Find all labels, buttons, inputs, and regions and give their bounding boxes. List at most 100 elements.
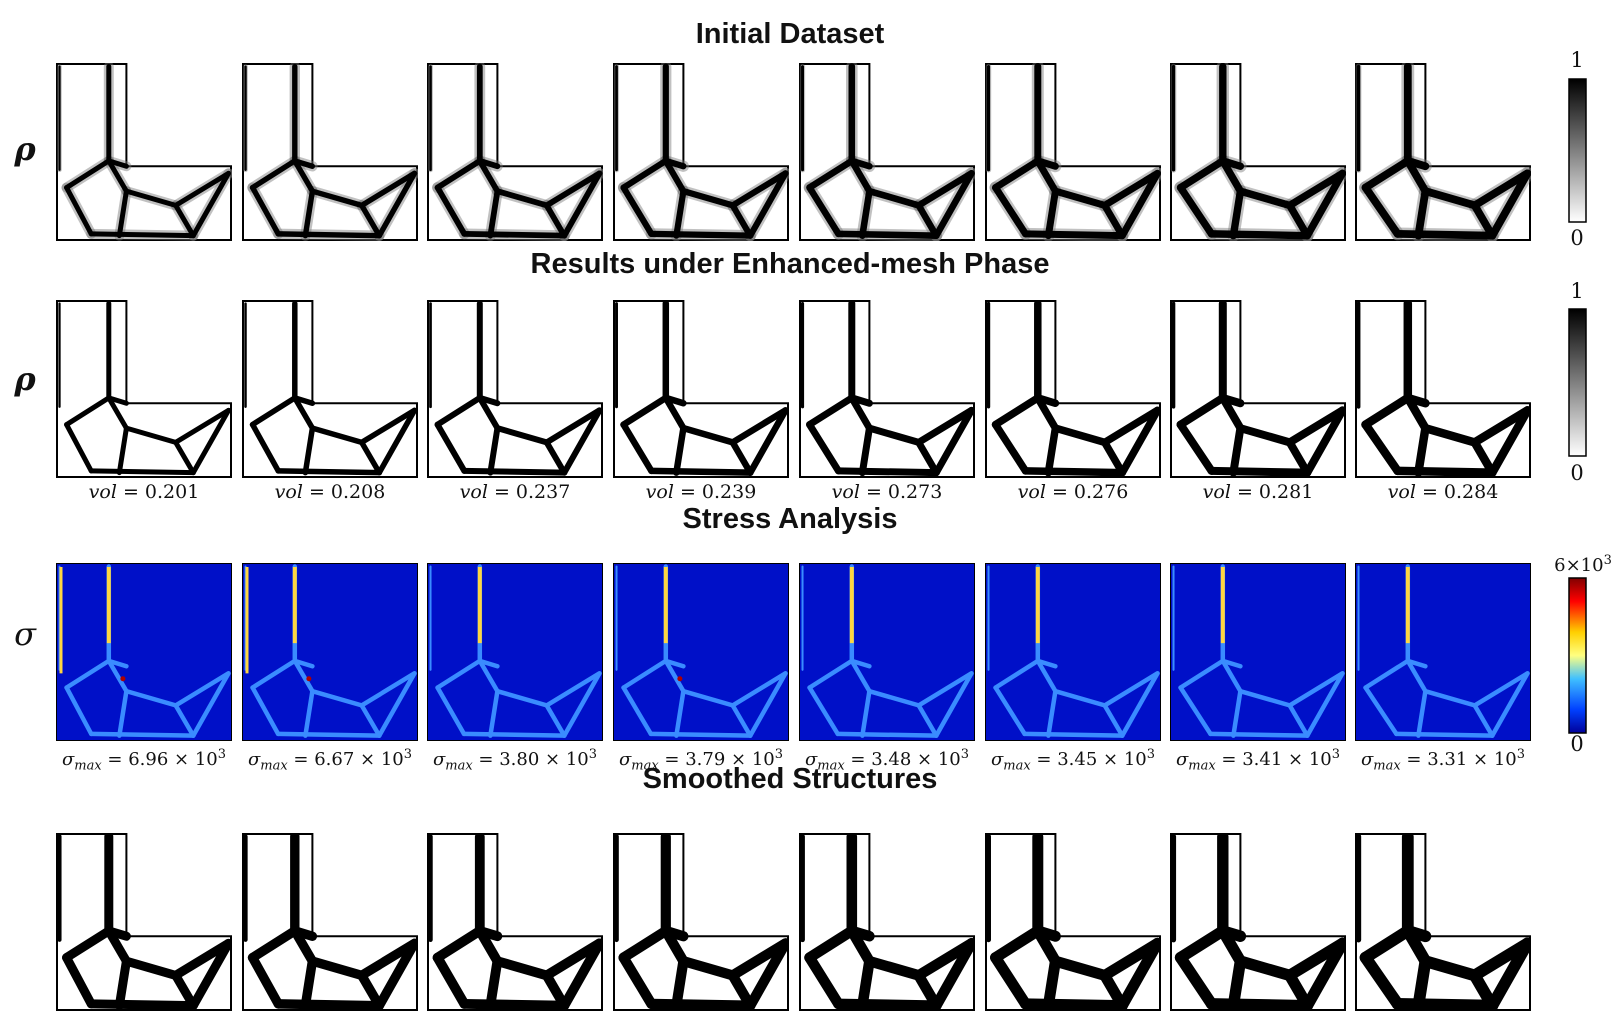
structure-member bbox=[543, 170, 603, 209]
structure-member bbox=[1236, 424, 1294, 447]
structure-member bbox=[1403, 157, 1430, 196]
initial-panel bbox=[613, 63, 789, 241]
structure-member bbox=[544, 703, 567, 738]
structure-member bbox=[1021, 467, 1127, 477]
structure-member bbox=[188, 938, 232, 1011]
structure-member bbox=[434, 421, 468, 474]
structure-member bbox=[476, 394, 501, 432]
sigma-max-caption: σmax = 6.96 × 103 bbox=[53, 747, 235, 774]
structure-member bbox=[435, 658, 483, 690]
structure-member bbox=[848, 157, 873, 195]
structure-member bbox=[648, 230, 754, 239]
structure-member bbox=[835, 731, 939, 738]
structure-member bbox=[543, 202, 568, 239]
volume-value: = 0.237 bbox=[493, 481, 571, 503]
structure-member bbox=[477, 658, 500, 669]
volume-caption: vol = 0.284 bbox=[1355, 481, 1531, 503]
structure-member bbox=[1178, 658, 1226, 690]
structure-member bbox=[621, 685, 654, 737]
structure-member bbox=[1046, 688, 1058, 738]
structure-member bbox=[990, 952, 1031, 1010]
enhanced-panel bbox=[1170, 300, 1346, 478]
l-domain-outline bbox=[1355, 833, 1531, 1011]
l-domain-outline bbox=[613, 833, 789, 1011]
structure-member bbox=[377, 671, 417, 738]
smoothed-panel bbox=[799, 833, 975, 1011]
structure-member bbox=[1118, 406, 1161, 477]
structure-member bbox=[1208, 731, 1310, 738]
smoothed-panel bbox=[985, 833, 1161, 1011]
structure-member bbox=[1219, 157, 1245, 170]
structure-member bbox=[865, 424, 923, 446]
structure-member bbox=[1019, 998, 1128, 1011]
volume-label: vol bbox=[1017, 481, 1046, 503]
l-domain-outline bbox=[242, 63, 418, 241]
sigma-value: = 3.79 × 10 bbox=[664, 749, 775, 770]
structure-member bbox=[104, 926, 131, 941]
structure-member bbox=[1470, 169, 1531, 210]
l-domain-outline bbox=[613, 300, 789, 478]
structure-member bbox=[358, 202, 382, 239]
structure-member bbox=[173, 671, 231, 708]
structure-member bbox=[173, 170, 231, 208]
l-domain-outline bbox=[242, 300, 418, 478]
sigma-value: = 3.48 × 10 bbox=[850, 749, 961, 770]
structure-member bbox=[993, 685, 1027, 737]
structure-member bbox=[106, 158, 129, 169]
structure-member bbox=[846, 925, 875, 942]
structure-member bbox=[859, 187, 873, 239]
structure-member bbox=[249, 395, 298, 428]
structure-member bbox=[106, 658, 129, 669]
structure-member bbox=[358, 439, 383, 476]
l-domain-outline bbox=[427, 300, 603, 478]
volume-value: = 0.273 bbox=[865, 481, 943, 503]
structure-member bbox=[275, 468, 383, 476]
structure-member bbox=[461, 230, 568, 239]
stress-hotspot bbox=[677, 676, 683, 682]
structure-member bbox=[1116, 937, 1161, 1011]
stress-panel bbox=[427, 563, 603, 741]
stress-panel bbox=[799, 563, 975, 741]
structure-member bbox=[435, 685, 467, 737]
sigma-max-caption: σmax = 3.31 × 103 bbox=[1352, 747, 1534, 774]
volume-label: vol bbox=[88, 481, 117, 503]
structure-member bbox=[559, 938, 603, 1011]
sigma-exponent: 3 bbox=[1331, 747, 1341, 762]
structure-member bbox=[934, 671, 974, 738]
structure-member bbox=[86, 999, 198, 1011]
structure-member bbox=[915, 438, 940, 477]
structure-member bbox=[541, 970, 570, 1011]
sigma-exponent: 3 bbox=[403, 747, 413, 762]
sigma-max-caption: σmax = 3.45 × 103 bbox=[982, 747, 1164, 774]
structure-member bbox=[173, 407, 231, 445]
structure-member bbox=[806, 157, 856, 191]
structure-member bbox=[1361, 157, 1412, 192]
structure-member bbox=[729, 170, 789, 209]
structure-member bbox=[250, 658, 298, 690]
structure-member bbox=[1405, 658, 1428, 669]
sigma-symbol: σ bbox=[990, 749, 1004, 770]
structure-member bbox=[561, 407, 603, 476]
row-symbol-rho-initial: ρ bbox=[14, 130, 36, 168]
smoothed-panel bbox=[1170, 833, 1346, 1011]
structure-member bbox=[1416, 688, 1428, 738]
l-domain-outline bbox=[1170, 63, 1346, 241]
l-domain-outline bbox=[1355, 300, 1531, 478]
structure-member bbox=[1034, 394, 1060, 407]
l-domain-outline bbox=[1170, 300, 1346, 478]
sigma-symbol: σ bbox=[432, 749, 446, 770]
structure-member bbox=[1472, 671, 1530, 708]
structure-member bbox=[1301, 937, 1346, 1011]
structure-member bbox=[1361, 183, 1402, 238]
l-domain-outline bbox=[242, 833, 418, 1011]
structure-member bbox=[476, 158, 501, 170]
structure-member bbox=[543, 407, 603, 446]
structure-member bbox=[915, 406, 975, 446]
structure-member bbox=[432, 926, 485, 963]
structure-member bbox=[1403, 393, 1430, 408]
structure-member bbox=[990, 925, 1044, 964]
structure-member bbox=[1220, 658, 1243, 694]
structure-member bbox=[1034, 157, 1059, 170]
structure-member bbox=[729, 407, 789, 446]
structure-member bbox=[1102, 671, 1160, 708]
